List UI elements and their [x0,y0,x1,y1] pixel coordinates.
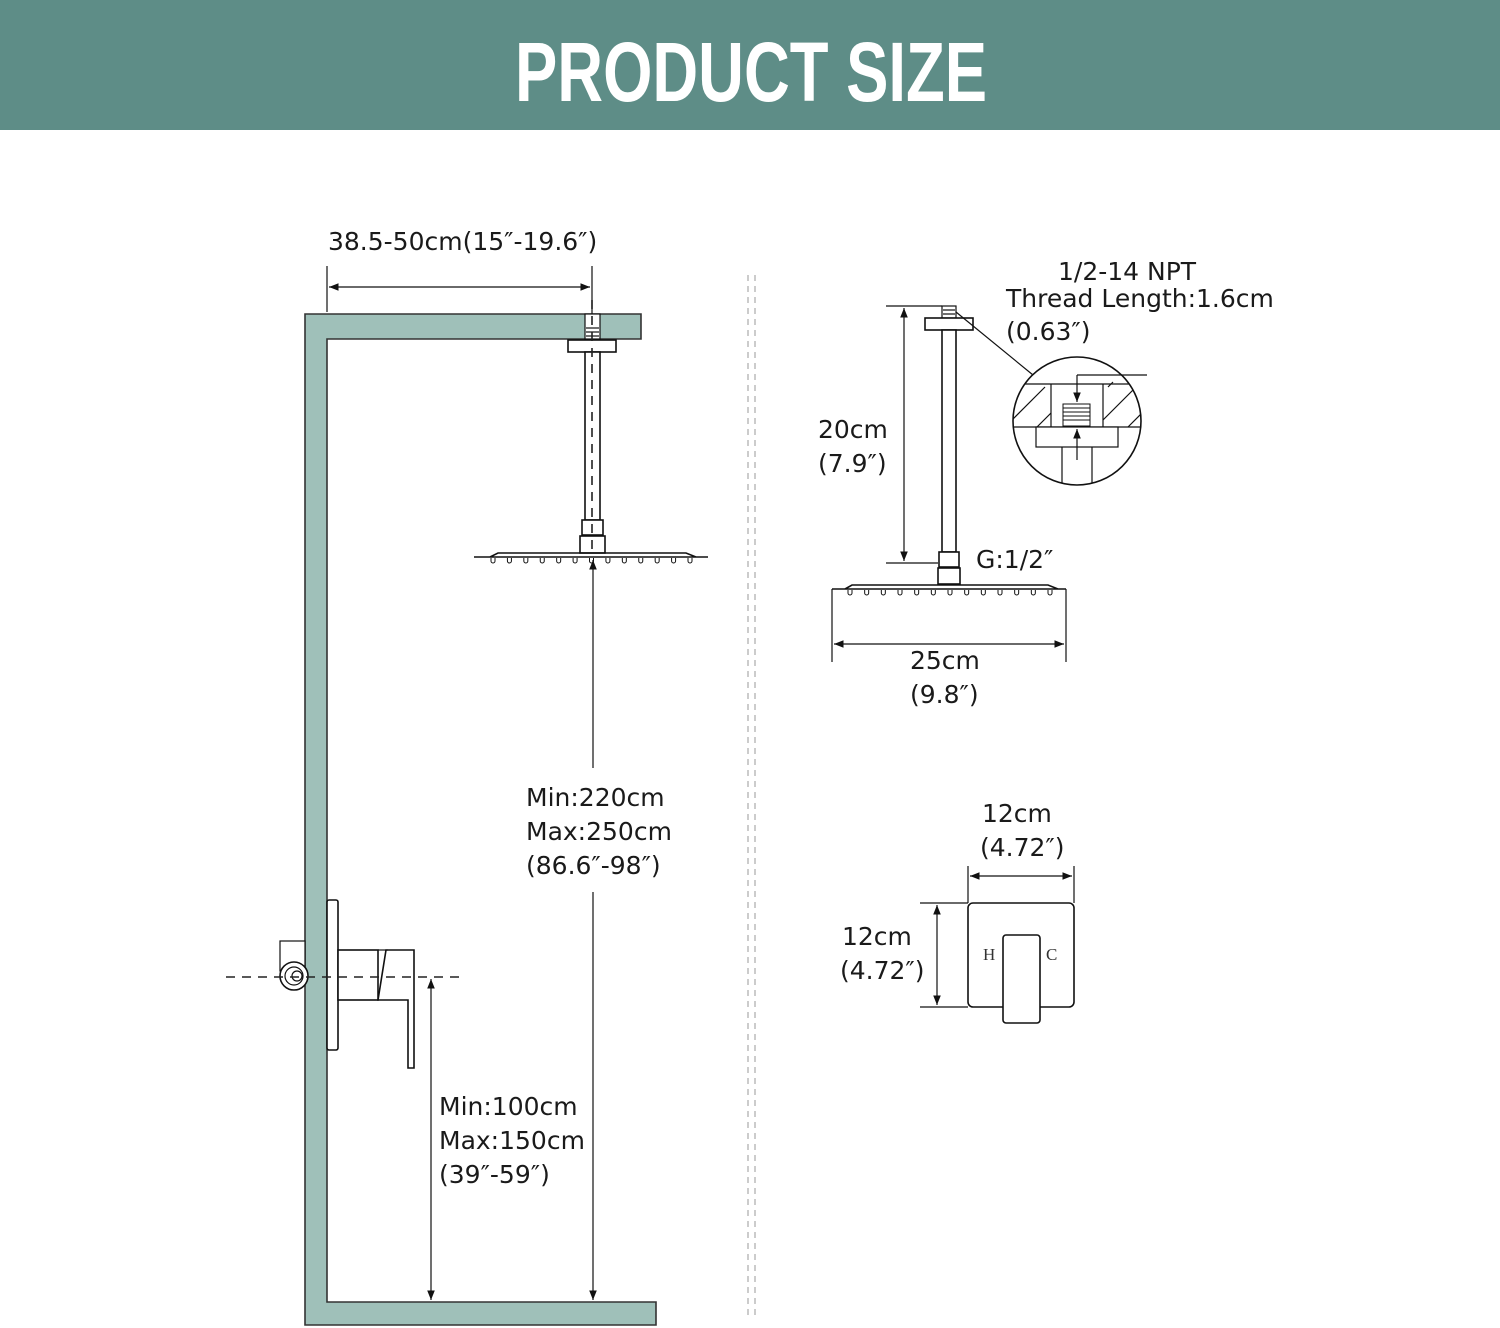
head-width-cm: 25cm [910,646,980,675]
shower-height-min: Min:220cm [526,783,665,812]
nozzle-icon [539,558,545,564]
shower-head-side [474,552,708,564]
nozzle-icon [847,590,853,596]
trim-width-cm: 12cm [982,799,1052,828]
nozzle-icon [671,558,677,564]
nozzle-icon [621,558,627,564]
nozzle-icon [638,558,644,564]
nozzle-icon [914,590,920,596]
nozzle-icon [687,558,693,564]
nozzle-icon [605,558,611,564]
arm-length-inches: (7.9″) [818,449,887,478]
nozzle-icon [980,590,986,596]
thread-length-inches: (0.63″) [1006,317,1091,346]
thread-spec: 1/2-14 NPT [1058,257,1197,286]
page-title: PRODUCT SIZE [515,25,987,119]
nozzle-icon [897,590,903,596]
trim-height-cm: 12cm [842,922,912,951]
wall-ceiling-floor [304,313,657,1326]
nozzle-icon [1030,590,1036,596]
header-banner [0,0,1500,130]
thread-detail-circle [1012,356,1147,486]
valve-height-min: Min:100cm [439,1092,578,1121]
nozzle-icon [930,590,936,596]
nozzle-icon [490,558,496,564]
nozzle-icon [880,590,886,596]
valve-height-dimension: Min:100cm Max:150cm (39″-59″) [427,979,585,1300]
cold-label: C [1046,945,1057,964]
ceiling-shower-arm [567,300,617,554]
mixing-valve-side [226,899,462,1069]
nozzle-icon [654,558,660,564]
hot-label: H [983,945,995,964]
arm-length-label: 38.5-50cm(15″-19.6″) [328,227,597,256]
nozzle-icon [997,590,1003,596]
valve-height-inches: (39″-59″) [439,1160,550,1189]
nozzle-icon [506,558,512,564]
shower-height-inches: (86.6″-98″) [526,851,661,880]
arm-length-cm: 20cm [818,415,888,444]
shower-arm-detail [832,305,1066,596]
nozzle-icon [964,590,970,596]
nozzle-icon [1014,590,1020,596]
nozzle-icon [523,558,529,564]
arm-length-dimension: 38.5-50cm(15″-19.6″) [326,227,597,314]
thread-length: Thread Length:1.6cm [1005,284,1274,313]
head-width-inches: (9.8″) [910,680,979,709]
valve-height-max: Max:150cm [439,1126,585,1155]
nozzle-icon [572,558,578,564]
nozzle-icon [947,590,953,596]
shower-height-dimension: Min:220cm Max:250cm (86.6″-98″) [526,560,672,1300]
nozzle-icon [556,558,562,564]
valve-trim-front: H C [920,866,1075,1024]
nozzle-icon [1047,590,1053,596]
shower-height-max: Max:250cm [526,817,672,846]
connector-label: G:1/2″ [976,545,1053,574]
trim-width-inches: (4.72″) [980,833,1065,862]
nozzle-icon [864,590,870,596]
trim-height-inches: (4.72″) [840,956,925,985]
head-width-dimension [831,589,1067,662]
